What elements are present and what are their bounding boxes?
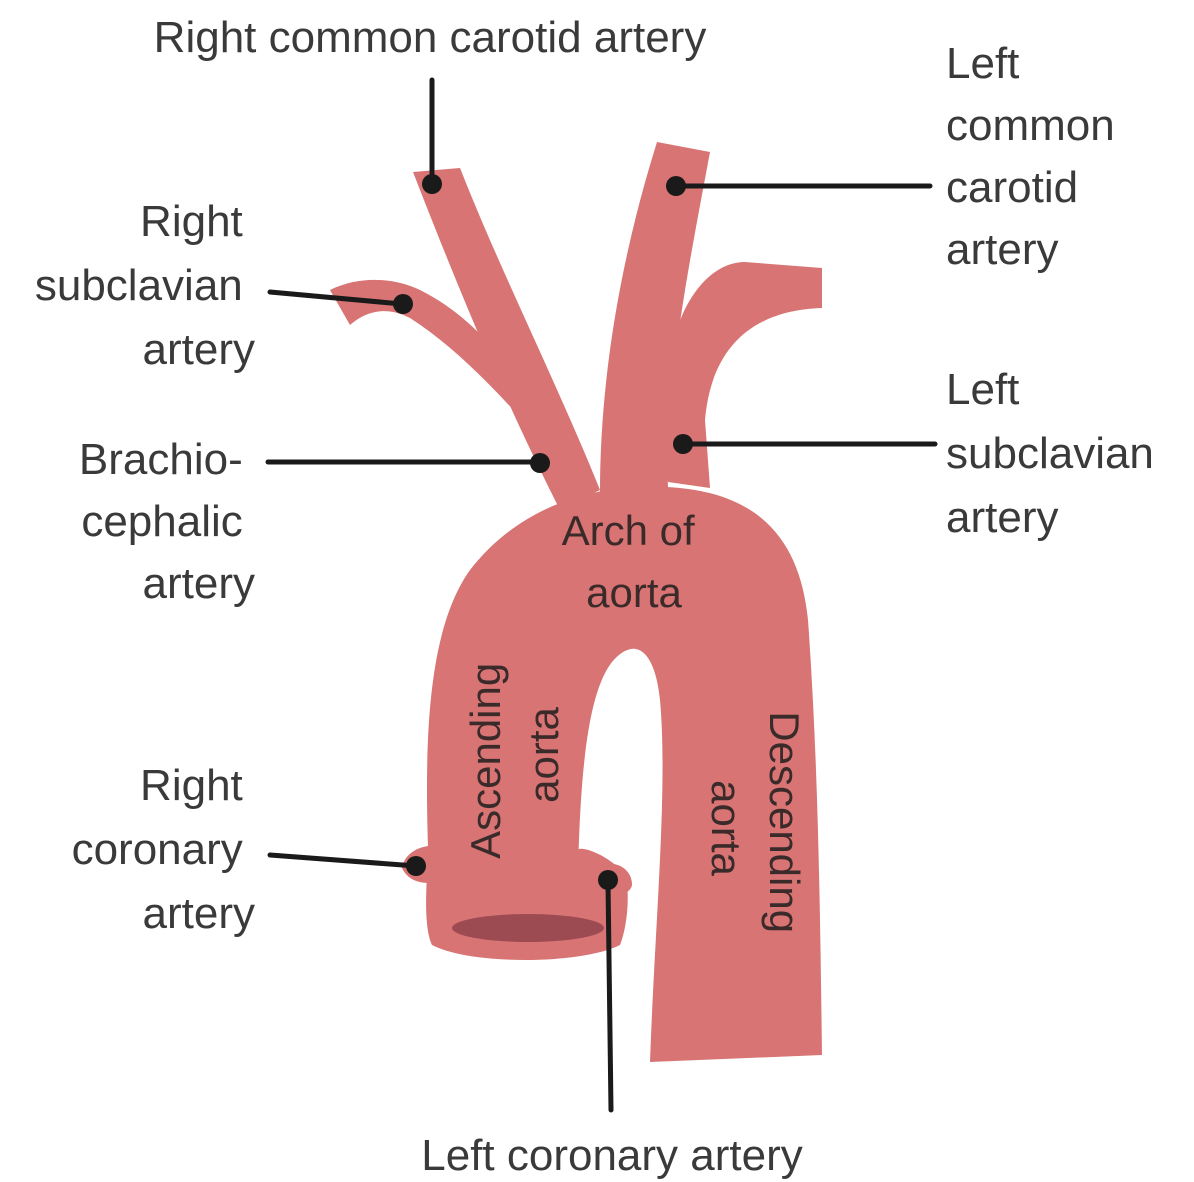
vessels [330,142,822,1062]
label-right-common-carotid: Right common carotid artery [154,13,707,62]
aortic-root-lumen [452,914,604,942]
leader-right-coronary [270,855,416,866]
left-subclavian-vessel [664,262,822,488]
marker-left-coronary [598,870,618,890]
marker-right-subclavian [393,294,413,314]
leader-left-coronary [608,882,611,1110]
aortic-root [426,849,628,960]
marker-right-common-carotid [422,174,442,194]
label-left-common-carotid: Left common carotid artery [946,39,1127,274]
label-right-subclavian: Right subclavian artery [35,197,255,374]
marker-left-common-carotid [666,176,686,196]
label-left-coronary: Left coronary artery [421,1131,803,1180]
marker-left-subclavian [673,434,693,454]
label-left-subclavian: Left subclavian artery [946,365,1166,542]
marker-right-coronary [406,856,426,876]
label-right-coronary: Right coronary artery [72,761,255,938]
label-brachiocephalic: Brachio- cephalic artery [79,435,255,608]
marker-brachiocephalic [530,453,550,473]
